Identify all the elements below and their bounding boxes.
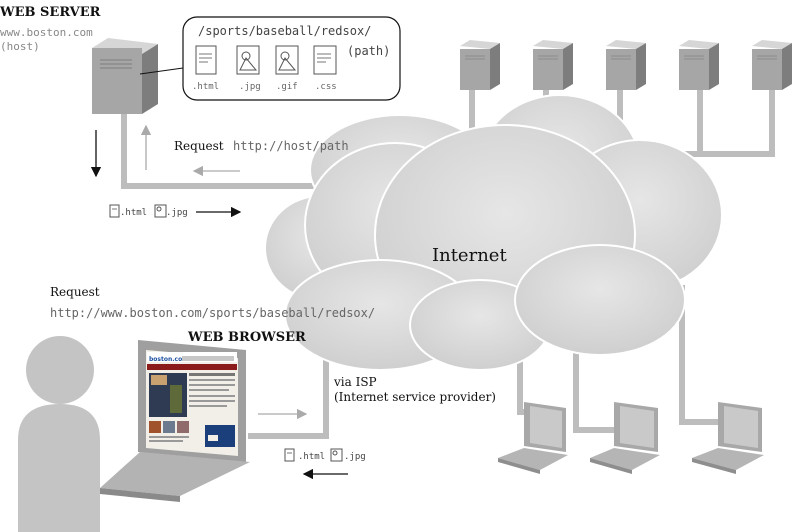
file-ext-gif: .gif	[276, 82, 298, 92]
file-ext-css: .css	[315, 82, 337, 92]
file-ext-jpg: .jpg	[239, 82, 261, 92]
web-browser-title: WEB BROWSER	[187, 330, 306, 345]
server-request-url: http://host/path	[233, 139, 349, 153]
network-wires	[121, 88, 775, 439]
response-top-jpg: .jpg	[166, 208, 188, 218]
path-box: /sports/baseball/redsox/ (path) .html .j…	[139, 16, 401, 101]
remote-laptops	[498, 402, 764, 474]
internet-cloud	[264, 94, 723, 371]
path-label: (path)	[347, 44, 390, 58]
remote-laptop-icon	[692, 402, 764, 474]
remote-laptop-icon	[498, 402, 568, 474]
browser-screen: boston.com	[146, 350, 238, 456]
server-host: www.boston.com	[0, 26, 93, 39]
server-request-label: Request	[174, 139, 224, 153]
css-file-icon	[313, 45, 337, 75]
remote-servers	[460, 40, 792, 90]
file-ext-html: .html	[192, 82, 219, 92]
browser-request-label: Request	[50, 285, 100, 299]
remote-laptop-icon	[590, 402, 660, 474]
bottom-laptop-wire-3	[679, 285, 722, 425]
svg-text:boston.com: boston.com	[149, 356, 188, 363]
server-wire	[121, 112, 330, 189]
response-files-top: .html .jpg	[109, 204, 242, 218]
user-silhouette	[18, 336, 100, 532]
bottom-laptop-wire-2	[573, 350, 620, 433]
remote-server-icon	[606, 40, 646, 90]
remote-server-icon	[533, 40, 573, 90]
html-file-icon	[195, 45, 217, 75]
user-laptop: boston.com	[100, 340, 250, 502]
browser-request-url: http://www.boston.com/sports/baseball/re…	[50, 306, 375, 320]
response-top-html: .html	[120, 208, 147, 218]
server-host-label: (host)	[0, 40, 40, 53]
web-server-title: WEB SERVER	[0, 5, 101, 20]
browser-wire	[248, 352, 329, 439]
response-bottom-html: .html	[298, 452, 325, 462]
top-server-wire-5	[700, 88, 775, 157]
isp-line-2: (Internet service provider)	[334, 390, 496, 404]
response-files-bottom: .html .jpg	[284, 448, 366, 480]
remote-server-icon	[679, 40, 719, 90]
gif-file-icon	[275, 45, 299, 75]
remote-server-icon	[460, 40, 500, 90]
remote-server-icon	[752, 40, 792, 90]
response-bottom-jpg: .jpg	[344, 452, 366, 462]
isp-line-1: via ISP	[333, 375, 377, 389]
path-text: /sports/baseball/redsox/	[198, 24, 371, 38]
jpg-file-icon	[236, 45, 260, 75]
internet-label: Internet	[432, 245, 507, 266]
top-server-wire-4	[668, 88, 703, 157]
web-server-icon	[92, 38, 158, 114]
